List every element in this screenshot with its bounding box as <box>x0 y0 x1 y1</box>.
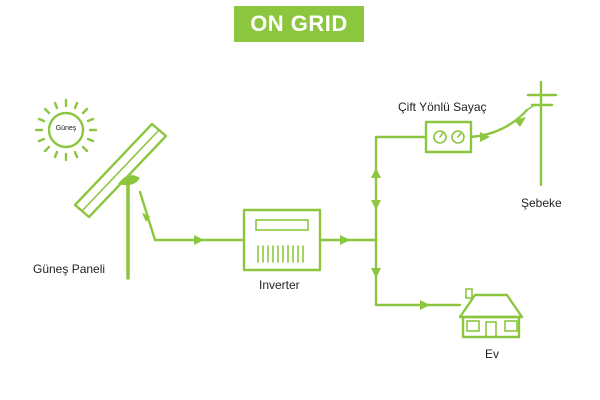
arrow-icon <box>420 300 430 310</box>
arrow-icon <box>371 268 381 278</box>
meter-label: Çift Yönlü Sayaç <box>398 100 487 114</box>
sun-icon <box>34 98 98 162</box>
meter-to-grid-line <box>469 108 529 142</box>
arrow-icon <box>514 117 526 127</box>
distribution-bus <box>371 135 428 307</box>
house-icon <box>458 288 524 339</box>
grid-label: Şebeke <box>521 196 562 210</box>
inverter-output-line <box>318 235 378 245</box>
arrow-icon <box>340 235 350 245</box>
panel-to-inverter-line <box>138 190 246 245</box>
house-label: Ev <box>485 347 500 361</box>
utility-pole-icon <box>526 80 558 187</box>
arrow-icon <box>371 168 381 178</box>
arrow-icon <box>194 235 204 245</box>
sun-label: Güneş <box>55 125 77 132</box>
arrow-icon <box>142 213 150 222</box>
arrow-icon <box>480 132 490 142</box>
arrow-icon <box>371 200 381 210</box>
solar-panel-label: Güneş Paneli <box>33 262 106 276</box>
bus-to-house-line <box>374 300 462 310</box>
title-badge: ON GRID <box>234 6 364 42</box>
solar-panel-icon <box>73 122 168 280</box>
inverter-icon <box>242 208 322 272</box>
inverter-label: Inverter <box>259 278 300 292</box>
two-way-meter-icon <box>424 120 473 154</box>
